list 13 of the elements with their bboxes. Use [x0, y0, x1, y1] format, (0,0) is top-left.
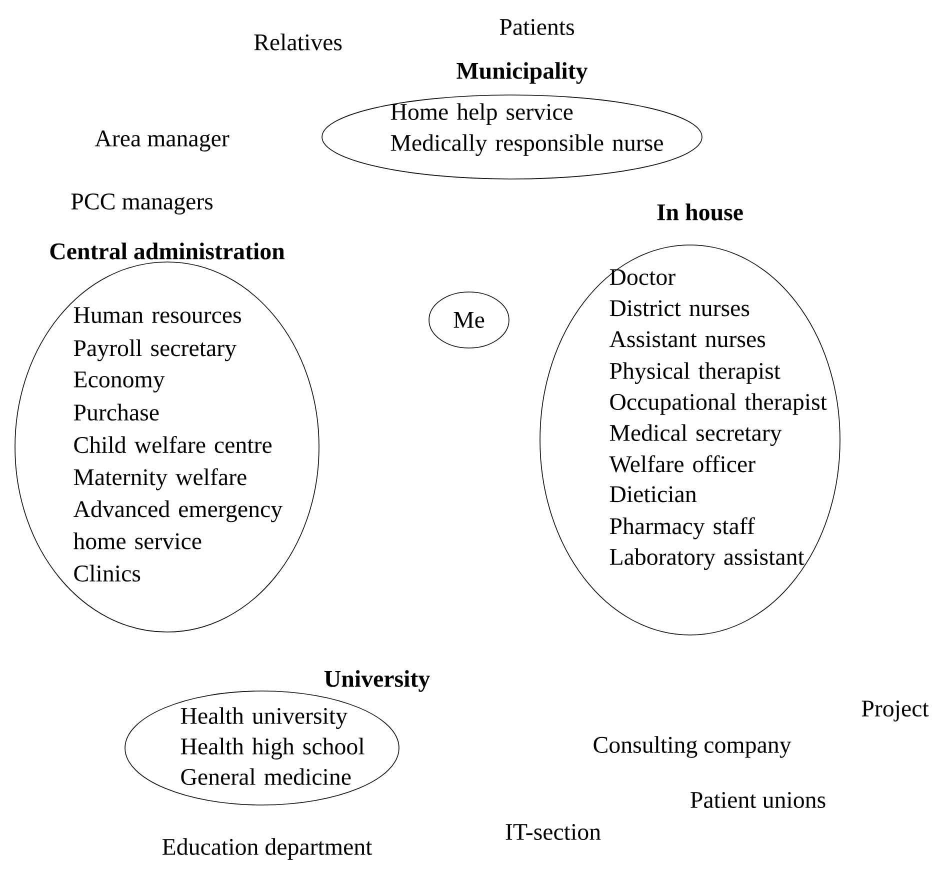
node-label: Central administration: [50, 242, 285, 260]
node-label: In house: [657, 204, 743, 220]
label: Consulting company: [594, 736, 792, 758]
label: Patient unions: [690, 792, 826, 808]
label: IT-section: [506, 824, 601, 840]
label: PCC managers: [71, 194, 213, 214]
label: Relatives: [254, 34, 342, 50]
node-label: Municipality: [456, 62, 588, 84]
label: Area manager: [94, 130, 230, 152]
node-label: University: [324, 670, 430, 692]
label: Project: [862, 700, 929, 722]
label: Patients: [500, 18, 574, 36]
label: Education department: [162, 838, 372, 860]
